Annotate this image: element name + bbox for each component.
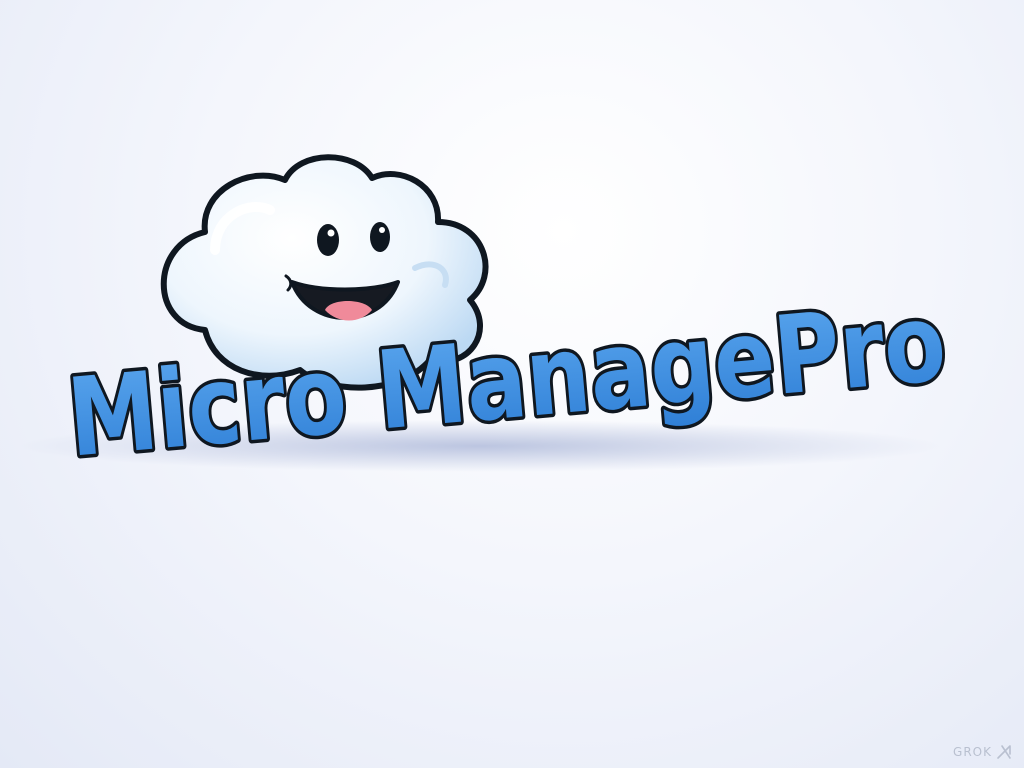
grok-icon bbox=[997, 745, 1011, 759]
mouth bbox=[290, 280, 400, 320]
tongue bbox=[325, 301, 372, 321]
cloud-highlight bbox=[210, 201, 275, 255]
watermark-label: GROK bbox=[953, 745, 992, 759]
cloud-puff-line bbox=[412, 261, 449, 288]
watermark: GROK bbox=[953, 744, 1012, 760]
cloud-mascot bbox=[160, 154, 489, 391]
right-eye bbox=[370, 222, 390, 252]
cloud-body bbox=[160, 154, 489, 391]
left-eye bbox=[317, 224, 339, 256]
logo-shadow bbox=[20, 420, 940, 472]
